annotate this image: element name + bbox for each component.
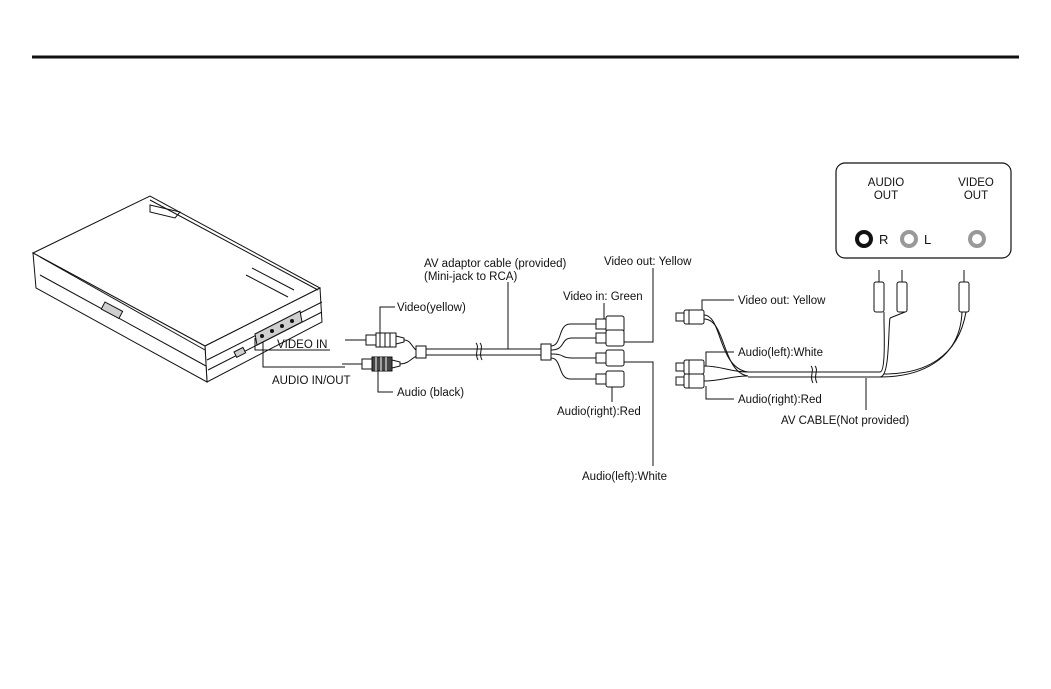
av-cable-label: AV CABLE(Not provided) <box>781 415 909 427</box>
audio-left-white-adaptor-label: Audio(left):White <box>582 471 667 483</box>
tv-jack-panel: AUDIO OUT VIDEO OUT R L <box>836 163 1011 258</box>
video-out-jack <box>970 232 984 246</box>
portable-dvd-player <box>33 196 322 382</box>
video-out-label-2: OUT <box>964 190 988 202</box>
video-in-jack-label: VIDEO IN <box>277 339 327 351</box>
tv-side-rca-plugs <box>874 270 969 312</box>
adaptor-rca-plug-video-out-yellow <box>596 330 624 346</box>
audio-out-label-1: AUDIO <box>868 177 904 189</box>
audio-right-red-adaptor-label: Audio(right):Red <box>557 406 641 418</box>
audio-out-label-2: OUT <box>874 190 898 202</box>
video-out-label-1: VIDEO <box>958 177 994 189</box>
audio-l-jack <box>902 232 916 246</box>
audio-r-jack <box>857 232 871 246</box>
audio-l-jack-label: L <box>924 232 931 247</box>
av-cable-rca-plugs <box>676 310 704 388</box>
av-adaptor-cable <box>400 324 596 379</box>
audio-left-white-av-label: Audio(left):White <box>738 347 823 359</box>
adaptor-rca-plug-audio-right-red <box>596 371 624 387</box>
audio-r-jack-label: R <box>879 232 888 247</box>
audio-black-label: Audio (black) <box>397 387 464 399</box>
audio-in-out-jack-label: AUDIO IN/OUT <box>272 375 351 387</box>
video-mini-jack-plug <box>345 333 404 347</box>
video-in-green-label: Video in: Green <box>563 291 643 303</box>
av-adaptor-label-line2: (Mini-jack to RCA) <box>424 271 517 283</box>
audio-right-red-av-label: Audio(right):Red <box>738 394 822 406</box>
video-out-yellow-av-label: Video out: Yellow <box>738 295 826 307</box>
audio-mini-jack-plug <box>342 357 400 371</box>
adaptor-rca-plug-audio-left-white <box>596 350 624 366</box>
video-out-yellow-adaptor-label: Video out: Yellow <box>604 256 692 268</box>
av-adaptor-label-line1: AV adaptor cable (provided) <box>424 258 567 270</box>
video-yellow-label: Video(yellow) <box>397 302 466 314</box>
